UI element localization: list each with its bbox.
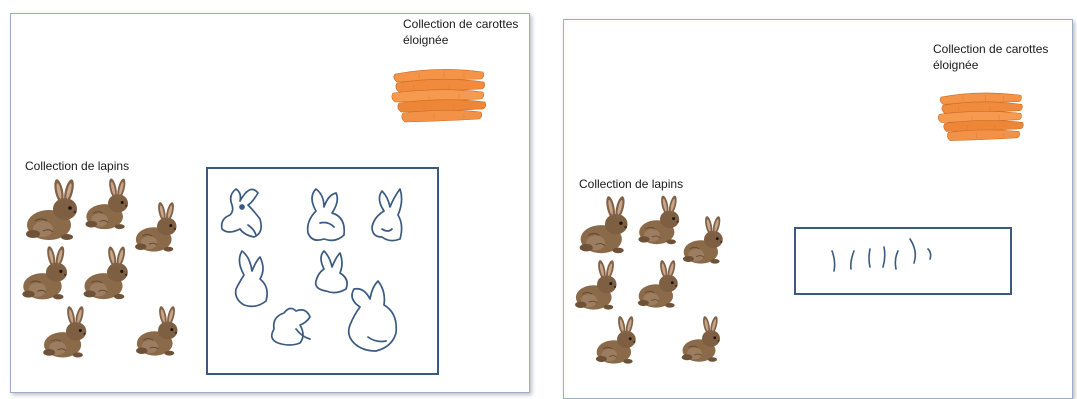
carrot-collection-image [934, 88, 1028, 146]
carrot-collection-label: Collection de carottes éloignée [933, 42, 1049, 72]
rabbit-image [133, 306, 183, 358]
rabbit-image [592, 316, 642, 366]
rabbit-image [634, 260, 684, 310]
tally-mark [868, 248, 871, 268]
rabbit-sketch [306, 188, 346, 242]
rabbit-sketch [270, 307, 311, 346]
tally-mark [831, 250, 836, 272]
right-slide-panel: Collection de carottes éloignée Collecti… [563, 19, 1073, 399]
carrot-collection-label: Collection de carottes éloignée [403, 17, 519, 47]
rabbit-image [678, 316, 726, 364]
tally-marks [831, 238, 932, 272]
rabbit-image [39, 306, 93, 360]
rabbit-sketch [347, 280, 398, 352]
carrot-collection-image [389, 64, 489, 128]
rabbit-sketches [220, 188, 403, 352]
rabbit-image [19, 246, 73, 302]
rabbit-collection-label: Collection de lapins [25, 159, 130, 173]
rabbit-image [572, 260, 622, 312]
rabbit-image [83, 177, 133, 233]
rabbit-image [131, 202, 183, 254]
rabbit-sketch [371, 188, 403, 242]
tally-mark [927, 248, 932, 260]
tally-mark [894, 250, 899, 270]
rabbit-sketch [314, 250, 348, 294]
tally-marks-box [794, 227, 1012, 295]
rabbit-image [81, 246, 133, 302]
tally-mark [909, 238, 917, 264]
tally-mark [850, 250, 855, 270]
rabbit-image [23, 179, 83, 243]
rabbit-sketch [234, 250, 268, 308]
tally-mark [882, 246, 886, 268]
left-slide-panel: Collection de carottes éloignée Collecti… [10, 13, 530, 393]
rabbit-image [636, 194, 684, 248]
rabbit-collection-label: Collection de lapins [579, 177, 684, 191]
drawn-rabbits-box [206, 167, 439, 375]
rabbit-image [680, 216, 728, 266]
rabbit-sketch [220, 188, 262, 238]
rabbit-image [576, 196, 634, 256]
